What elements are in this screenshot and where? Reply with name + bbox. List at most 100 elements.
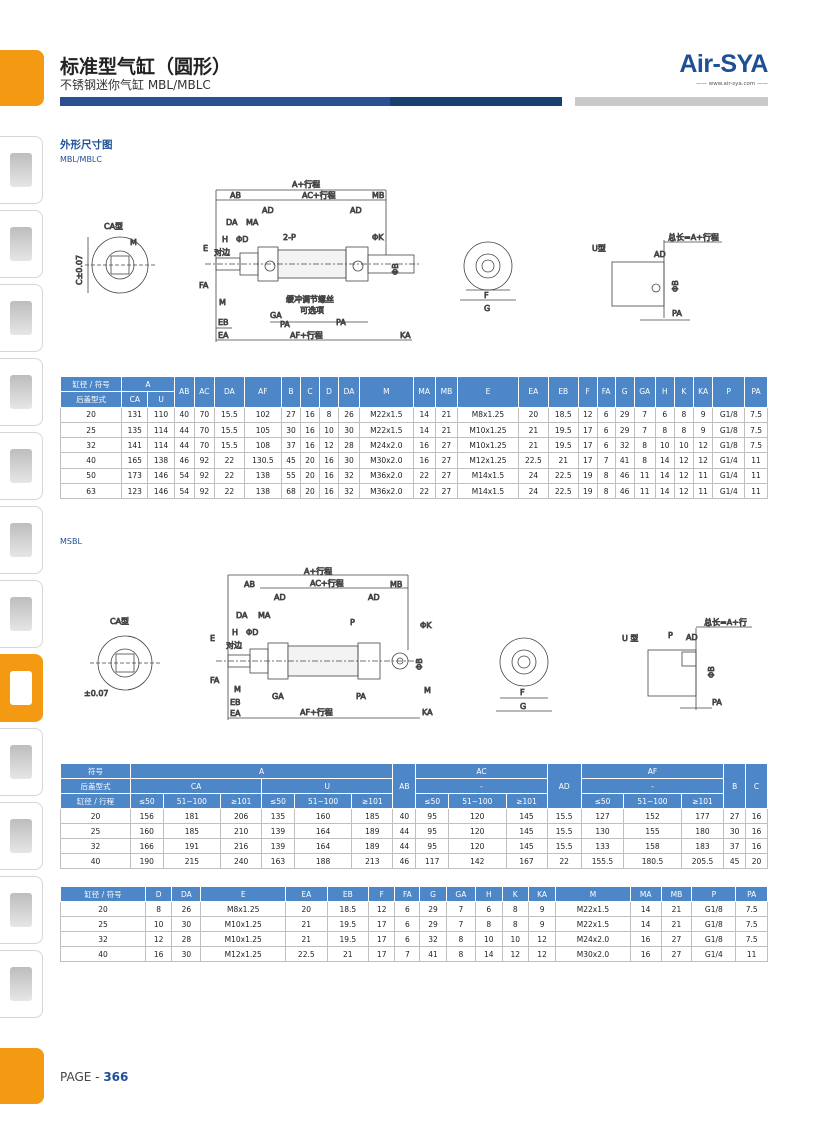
table-cell: 20 [60,901,146,917]
table-header-cell: PA [744,376,768,408]
table-cell: 190 [129,853,164,869]
u-type-label-2: U 型 [622,634,638,643]
table-cell: 21 [326,946,370,962]
table-cell: 15.5 [546,823,582,839]
side-tab-8-active[interactable] [0,654,43,722]
table-cell: 205.5 [680,853,725,869]
u-dim-pa: PA [672,309,682,318]
table-cell: 15.5 [546,838,582,854]
table-cell: 146 [147,467,175,485]
table-cell: 163 [261,853,295,869]
model-label-mbl: MBL/MBLC [60,155,102,164]
table-cell: 20 [517,406,549,423]
cylinder-icon [10,671,32,705]
side-tab-1[interactable] [0,136,43,204]
side-tab-2[interactable] [0,210,43,278]
table-cell: 41 [419,946,447,962]
table-header-cell: G [614,376,635,408]
dim-pa-2: PA [336,318,346,327]
table-header-cell: A [129,763,394,779]
table-cell: 12 [527,946,557,962]
table-cell: 10 [475,931,503,947]
table-header-cell: MA [412,376,436,408]
side-tab-4[interactable] [0,358,43,426]
table-header-cell: 51~100 [293,793,353,809]
table-header-cell: MB [660,886,693,902]
table-cell: 30 [338,452,360,469]
table-header-cell: EA [517,376,549,408]
table-cell: 21 [517,437,549,454]
table-cell: 17 [368,946,396,962]
table-cell: 20 [299,483,321,500]
table-cell: 28 [171,931,202,947]
table-cell: 27 [434,437,459,454]
table-cell: M24x2.0 [555,931,631,947]
dim-ad-2: AD [350,206,362,215]
table-cell: 206 [220,808,263,824]
side-tab-3[interactable] [0,284,43,352]
table-cell: 12 [673,452,694,469]
side-tab-9[interactable] [0,728,43,796]
side-tab-11[interactable] [0,876,43,944]
table-cell: G1/8 [691,931,737,947]
dim2-m-1: M [234,685,241,694]
table-cell: 6 [394,931,421,947]
table-header-cell: DA [338,376,360,408]
table-cell: M14x1.5 [457,467,519,485]
side-tab-10[interactable] [0,802,43,870]
table-cell: 145 [505,838,548,854]
table-cell: 46 [614,483,635,500]
product-icon [10,449,32,483]
table-cell: 7.5 [735,931,768,947]
table-header-cell: ≥101 [220,793,263,809]
table-cell: 21 [285,916,328,932]
table-cell: G1/4 [712,483,746,500]
u-dim-phi-b: ΦB [671,280,680,292]
table-header-cell: ≤50 [580,793,625,809]
table-cell: 114 [147,421,175,439]
table-cell: 10 [673,437,694,454]
product-icon [10,301,32,335]
table-cell: 110 [147,406,175,423]
table-cell: 22.5 [285,946,328,962]
dim-a-stroke: A+行程 [292,179,320,189]
table-cell: 28 [338,437,360,454]
table-cell: M10x1.25 [200,916,287,932]
dim2-phi-d: ΦD [246,628,258,637]
table-header-cell: 缸径 / 符号 [59,375,123,393]
dim2-f: F [520,688,525,697]
table-cell: 8 [633,452,656,469]
table-cell: 7.5 [744,421,768,439]
dim-2p: 2-P [283,233,296,242]
table-cell: 216 [220,838,263,854]
side-tab-6[interactable] [0,506,43,574]
u-dim-ad: AD [654,250,666,259]
table-cell: 16 [412,452,436,469]
table-cell: G1/4 [691,946,737,962]
table-cell: 164 [293,838,353,854]
table-cell: 14 [475,946,503,962]
dim2-ad-2: AD [368,593,380,602]
table-cell: 160 [293,808,353,824]
table-cell: M24x2.0 [358,437,414,454]
dim2-ga: GA [272,692,284,701]
side-tab-12[interactable] [0,950,43,1018]
table-cell: 8 [475,916,503,932]
dim-ga: GA [270,311,282,320]
table-cell: 117 [415,853,450,869]
dim-ac-stroke: AC+行程 [302,190,336,200]
side-tab-7[interactable] [0,580,43,648]
brand-url: —— www.air-sya.com —— [695,81,768,87]
table-cell: 16 [319,467,340,485]
table-cell: 19.5 [326,916,370,932]
table-header-cell: ≤50 [129,793,164,809]
table-cell: 7 [596,452,616,469]
table-cell: 177 [680,808,725,824]
table-cell: 54 [173,467,195,485]
table-cell: G1/4 [712,467,746,485]
side-tab-5[interactable] [0,432,43,500]
table-cell: 120 [448,823,507,839]
